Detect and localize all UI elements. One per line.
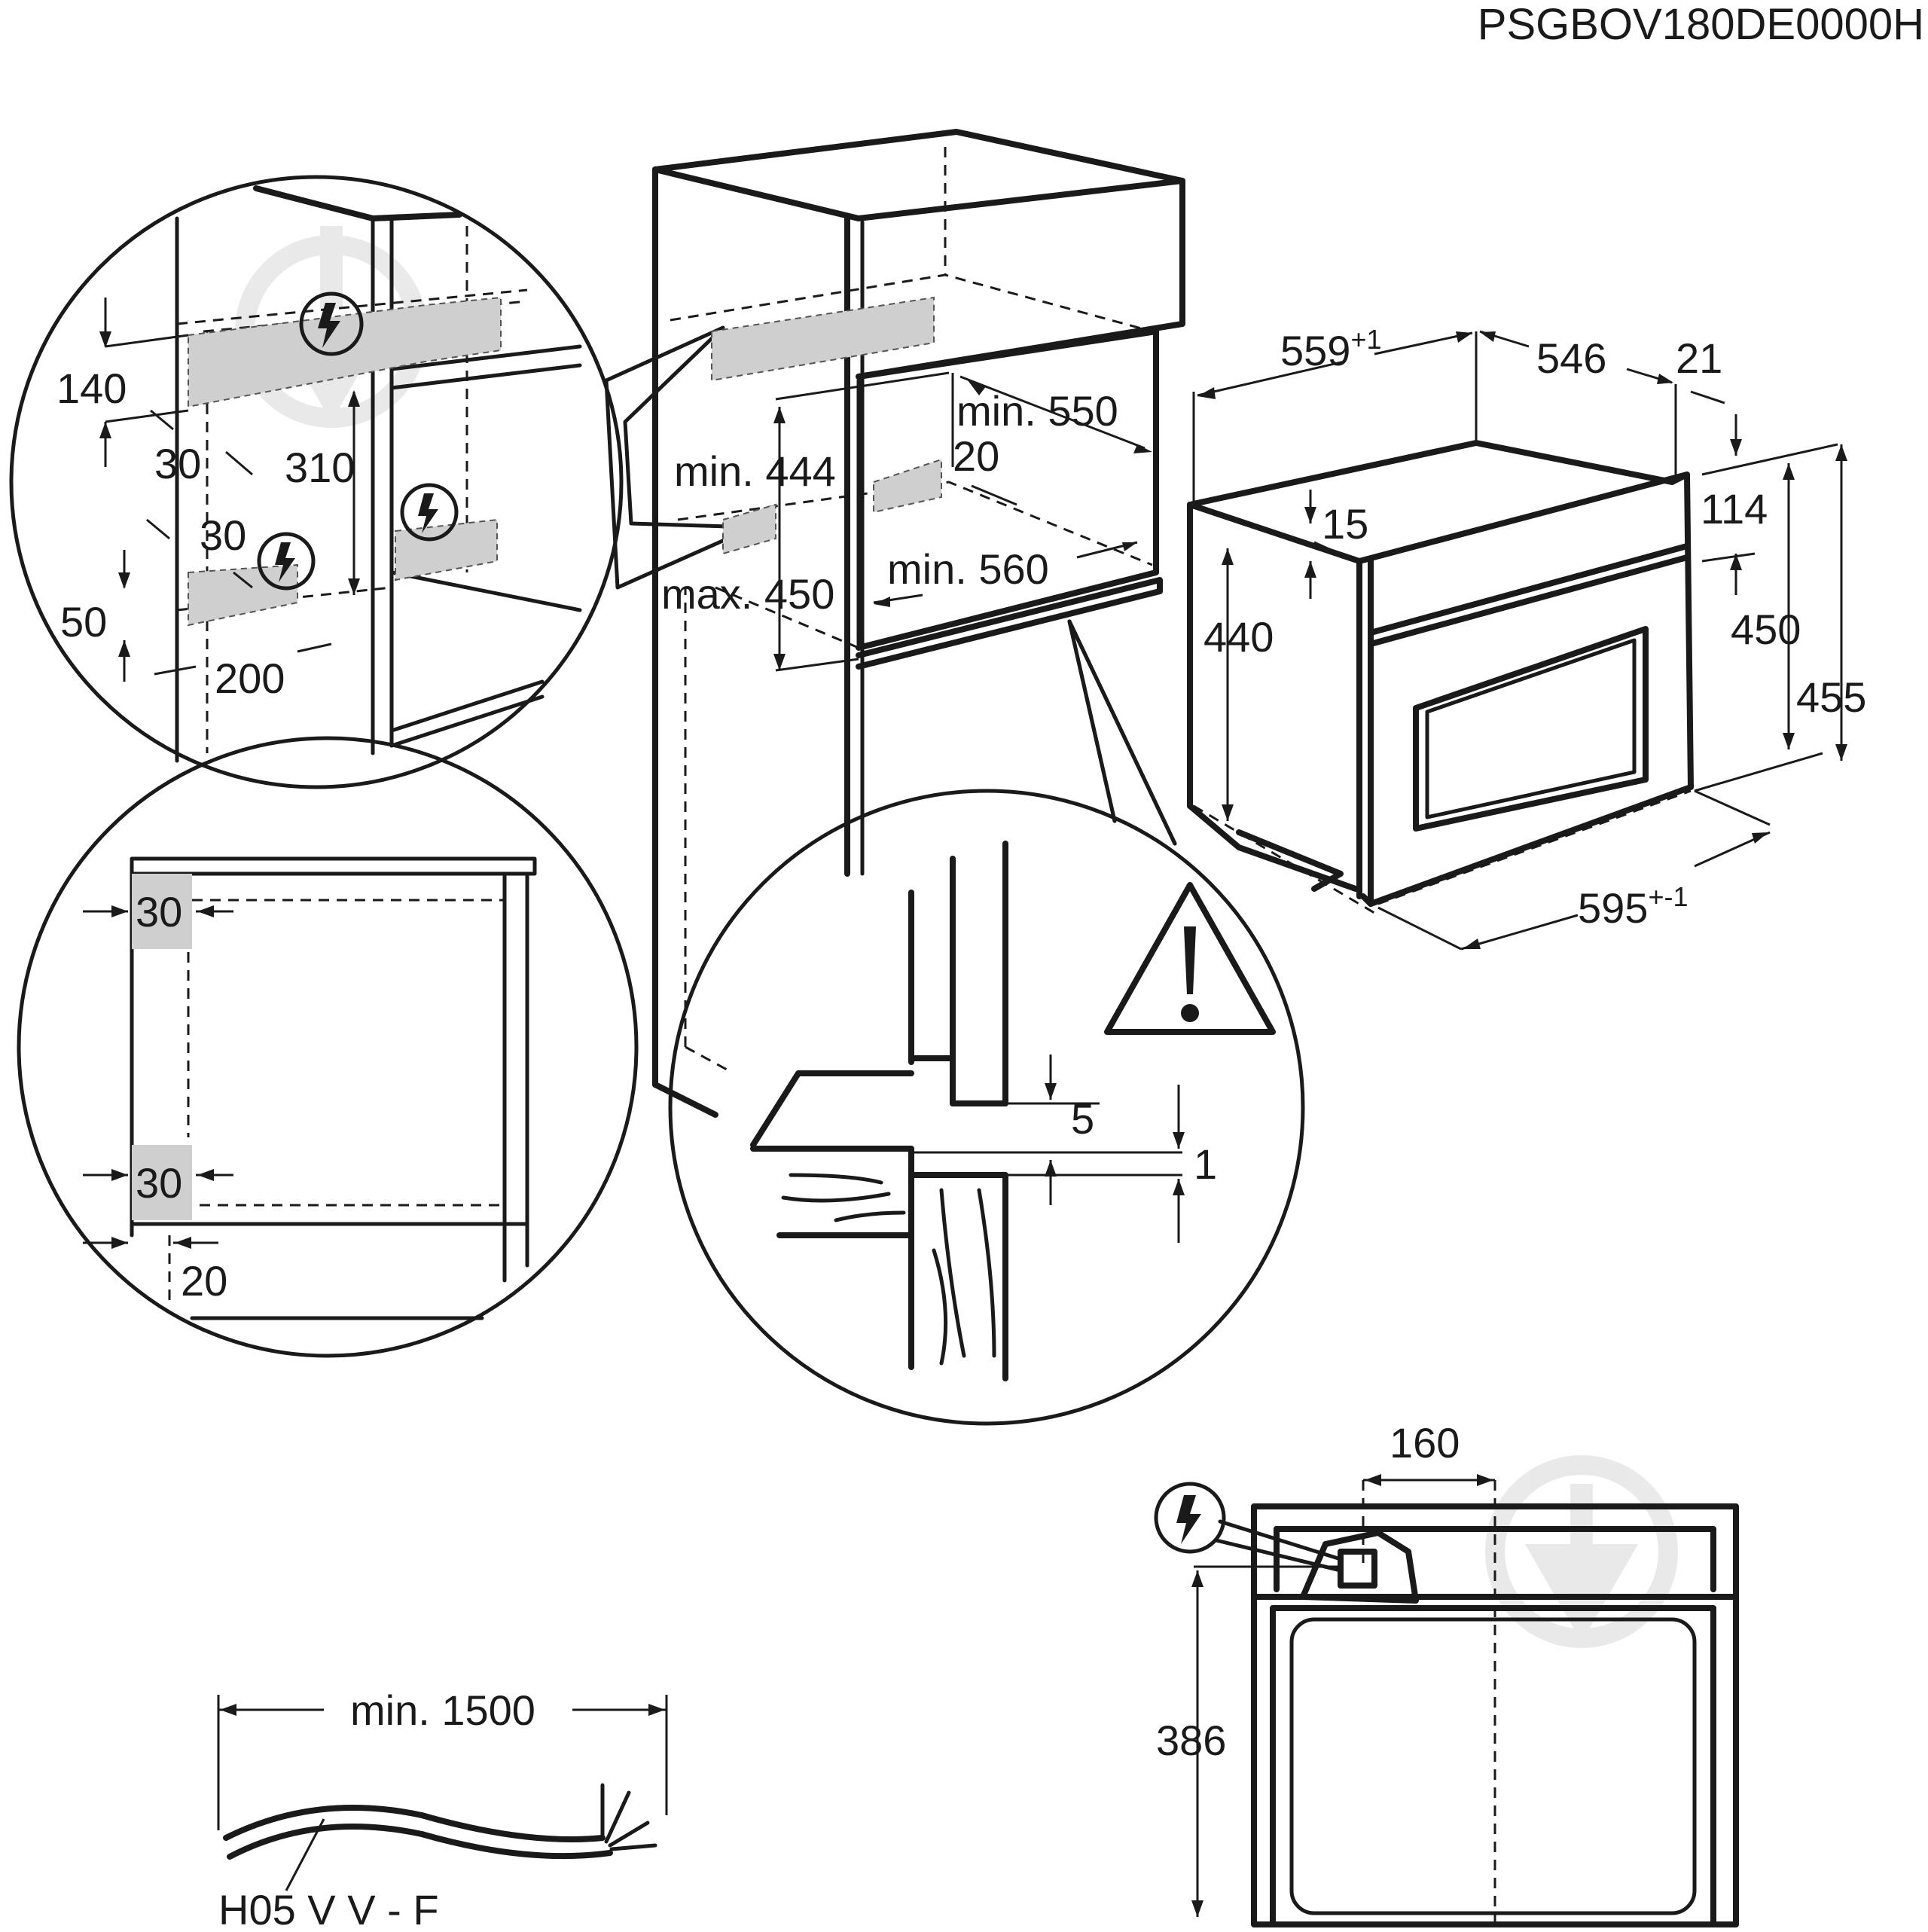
dim-30-a: 30 — [154, 440, 201, 487]
dim-114: 114 — [1701, 485, 1768, 533]
dim-546: 546 — [1536, 334, 1606, 382]
appliance-3d: 559+1 546 21 15 114 440 450 455 595+-1 — [1187, 324, 1866, 951]
dim-559: 559+1 — [1280, 324, 1381, 374]
dim-160: 160 — [1390, 1419, 1460, 1467]
dim-max-450: max. 450 — [661, 570, 834, 618]
dim-30-bottom: 30 — [136, 1159, 182, 1207]
detail-circle-gap: 5 1 — [668, 619, 1305, 1426]
electric-connection-icon — [1154, 1482, 1226, 1554]
electric-connection-icon — [400, 483, 459, 542]
dim-30-b: 30 — [200, 511, 246, 559]
dim-200: 200 — [215, 655, 285, 702]
dim-1: 1 — [1194, 1140, 1217, 1188]
dim-450: 450 — [1731, 606, 1801, 653]
watermark-logo-icon — [1485, 1455, 1678, 1648]
dim-595: 595+-1 — [1578, 881, 1688, 932]
cabinet-niche: min. 550 min. 444 20 max. 450 min. 560 — [652, 129, 1185, 1118]
warning-triangle-icon — [1104, 882, 1276, 1035]
cable-min-length: min. 1500 — [350, 1686, 535, 1734]
electric-connection-icon — [299, 291, 364, 356]
dim-140: 140 — [56, 365, 127, 412]
dim-440: 440 — [1203, 613, 1274, 661]
dim-50: 50 — [60, 598, 107, 646]
dim-20-left: 20 — [181, 1257, 227, 1305]
detail-circle-top-left: 140 30 310 30 50 200 — [9, 175, 755, 789]
dim-21: 21 — [1676, 334, 1722, 382]
dim-20-cabinet: 20 — [953, 432, 999, 480]
dim-310: 310 — [285, 444, 355, 491]
dim-min-444: min. 444 — [674, 447, 836, 495]
model-code: PSGBOV180DE0000H — [1478, 0, 1924, 49]
power-cable: min. 1500 H05 V V - F — [217, 1686, 668, 1932]
dim-5: 5 — [1071, 1095, 1094, 1143]
electric-connection-icon — [257, 532, 316, 591]
front-view: 160 386 — [1154, 1419, 1739, 1927]
dim-455: 455 — [1796, 673, 1866, 721]
dim-min-550: min. 550 — [956, 387, 1118, 435]
dim-30-top: 30 — [136, 888, 182, 935]
dim-386: 386 — [1156, 1717, 1226, 1764]
detail-circle-left: 30 30 20 — [17, 736, 639, 1358]
cable-type: H05 V V - F — [218, 1886, 439, 1928]
dim-min-560: min. 560 — [887, 545, 1049, 593]
dim-15: 15 — [1322, 500, 1368, 548]
